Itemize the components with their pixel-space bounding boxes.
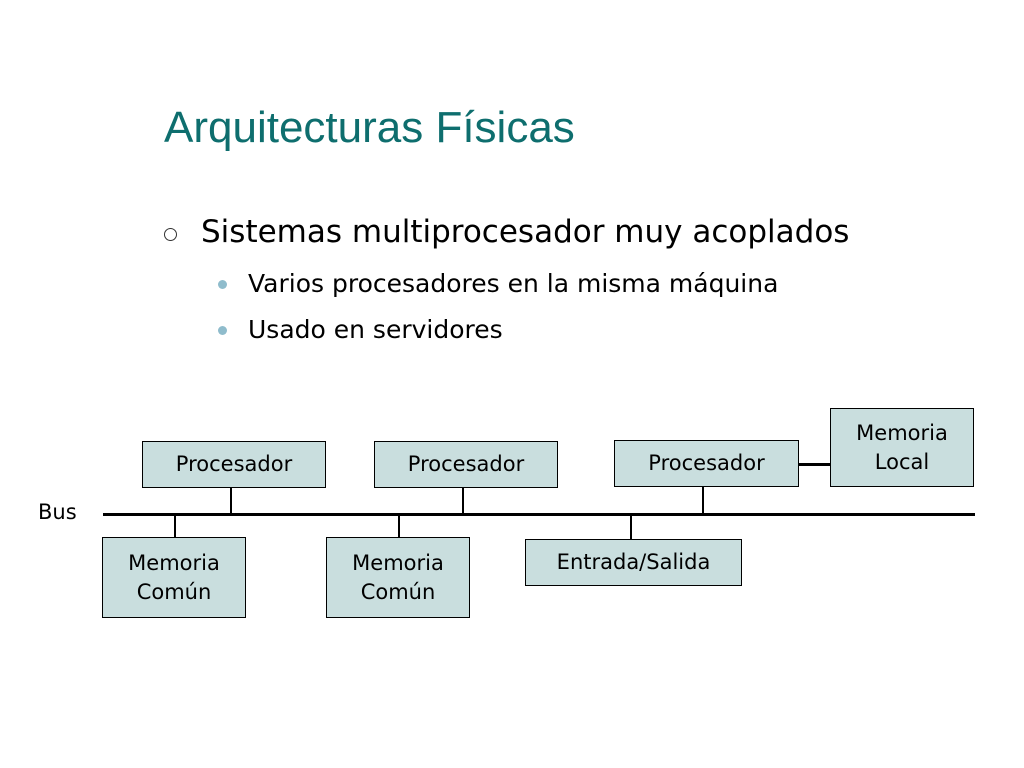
sub-bullet-text: Usado en servidores <box>248 315 503 344</box>
connector-procesador-1 <box>230 487 232 514</box>
connector-memoria-comun-1 <box>174 515 176 538</box>
connector-memoria-comun-2 <box>398 515 400 538</box>
slide-title: Arquitecturas Físicas <box>164 103 575 152</box>
procesador-box-2: Procesador <box>374 441 558 488</box>
sub-bullet-text: Varios procesadores en la misma máquina <box>248 269 779 298</box>
bus-line <box>103 513 975 516</box>
connector-memoria-local <box>798 463 831 466</box>
dot-bullet-icon <box>218 279 227 289</box>
connector-procesador-2 <box>462 487 464 514</box>
procesador-box-1: Procesador <box>142 441 326 488</box>
connector-entrada-salida <box>630 515 632 540</box>
bus-label: Bus <box>38 500 77 524</box>
dot-bullet-icon <box>218 325 227 335</box>
bullet-text: Sistemas multiprocesador muy acoplados <box>201 214 850 250</box>
memoria-comun-box-1: Memoria Común <box>102 537 246 618</box>
connector-procesador-3 <box>702 486 704 514</box>
memoria-comun-box-2: Memoria Común <box>326 537 470 618</box>
sub-bullet: Usado en servidores <box>218 312 503 348</box>
procesador-box-3: Procesador <box>614 440 799 487</box>
sub-bullet: Varios procesadores en la misma máquina <box>218 266 778 302</box>
bullet-level1: Sistemas multiprocesador muy acoplados <box>164 210 849 254</box>
memoria-local-box: Memoria Local <box>830 408 974 487</box>
hollow-circle-bullet-icon <box>164 227 177 241</box>
entrada-salida-box: Entrada/Salida <box>525 539 742 586</box>
